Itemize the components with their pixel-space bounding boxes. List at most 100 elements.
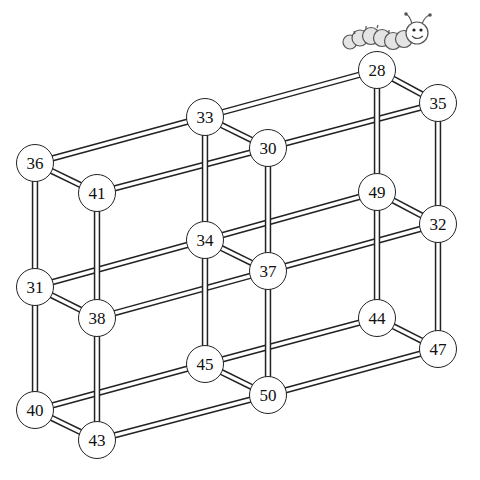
tube-core [221, 372, 252, 387]
node-number: 40 [27, 402, 44, 419]
tube-connector [52, 245, 187, 282]
tube-outline [374, 88, 380, 174]
number-circle: 30 [249, 129, 287, 167]
tube-core [52, 122, 187, 159]
tube-connector [285, 229, 420, 266]
node-number: 43 [89, 432, 106, 449]
tube-connector [393, 200, 422, 215]
number-circle: 49 [358, 173, 396, 211]
tube-connector [438, 242, 439, 331]
tube-core [52, 245, 187, 282]
tube-core [285, 354, 420, 391]
tube-outline [94, 336, 100, 422]
number-circle: 37 [249, 252, 287, 290]
tube-connector [97, 336, 98, 422]
tube-core [393, 326, 422, 341]
tube-outline [52, 369, 187, 406]
node-number: 34 [197, 232, 214, 249]
node-number: 49 [369, 184, 386, 201]
tube-connector [221, 125, 252, 140]
number-circle: 31 [16, 268, 54, 306]
tube-outline [393, 326, 422, 341]
tube-outline [52, 245, 187, 282]
tube-core [51, 418, 81, 432]
number-circle: 33 [186, 98, 224, 136]
antenna-tip [428, 13, 432, 17]
tube-core [203, 135, 206, 222]
node-number: 41 [89, 185, 106, 202]
tube-core [393, 79, 422, 95]
tube-core [436, 242, 439, 331]
number-circle: 44 [358, 299, 396, 337]
node-number: 45 [197, 356, 214, 373]
number-circle: 50 [249, 376, 287, 414]
tube-outline [265, 166, 271, 253]
tube-core [95, 211, 98, 300]
tube-connector [51, 295, 81, 310]
tube-outline [52, 122, 187, 159]
tube-connector [285, 354, 420, 391]
tube-outline [393, 79, 422, 95]
node-number: 38 [89, 310, 106, 327]
tube-core [266, 289, 269, 377]
tube-connector [114, 400, 250, 436]
node-number: 44 [369, 310, 386, 327]
tube-outline [285, 108, 420, 144]
tube-connector [52, 122, 187, 159]
number-circle: 32 [419, 205, 457, 243]
node-number: 32 [430, 216, 447, 233]
tube-core [114, 400, 250, 436]
tube-outline [94, 211, 100, 300]
tube-core [33, 305, 36, 392]
number-circle: 40 [16, 391, 54, 429]
tube-connector [285, 108, 420, 144]
number-circle: 28 [358, 51, 396, 89]
tube-outline [374, 210, 380, 300]
tube-core [266, 166, 269, 253]
number-circle: 47 [419, 330, 457, 368]
tube-connector [393, 79, 422, 95]
tube-core [33, 181, 36, 269]
number-circle: 45 [186, 345, 224, 383]
tube-outline [32, 305, 38, 392]
tube-connector [205, 135, 206, 222]
tube-connector [222, 323, 359, 360]
tube-core [285, 108, 420, 144]
tube-connector [52, 369, 187, 406]
tube-outline [285, 354, 420, 391]
tube-outline [32, 181, 38, 269]
tube-outline [435, 242, 441, 331]
tube-core [52, 369, 187, 406]
number-circle: 35 [419, 84, 457, 122]
node-number: 50 [260, 387, 277, 404]
node-number: 33 [197, 109, 214, 126]
tube-outline [114, 400, 250, 436]
node-number: 28 [369, 62, 386, 79]
number-circle: 41 [78, 174, 116, 212]
caterpillar-hair [354, 25, 389, 34]
tube-outline [221, 248, 252, 263]
number-circle: 38 [78, 299, 116, 337]
number-circle: 36 [16, 144, 54, 182]
tube-connector [222, 75, 359, 113]
tube-core [285, 229, 420, 266]
node-number: 30 [260, 140, 277, 157]
tube-connector [222, 197, 359, 235]
antenna-tip [404, 12, 408, 16]
tube-connector [268, 166, 269, 253]
tube-connector [377, 210, 378, 300]
node-number: 35 [430, 95, 447, 112]
number-circle: 34 [186, 221, 224, 259]
tube-outline [202, 258, 208, 346]
tube-connector [438, 121, 439, 206]
tube-outline [114, 153, 250, 189]
tube-core [203, 258, 206, 346]
tube-outline [393, 200, 422, 215]
node-number: 36 [27, 155, 44, 172]
tube-outline [221, 125, 252, 140]
tube-outline [51, 171, 81, 185]
tube-connector [205, 258, 206, 346]
tube-connector [51, 418, 81, 432]
number-circle: 43 [78, 421, 116, 459]
